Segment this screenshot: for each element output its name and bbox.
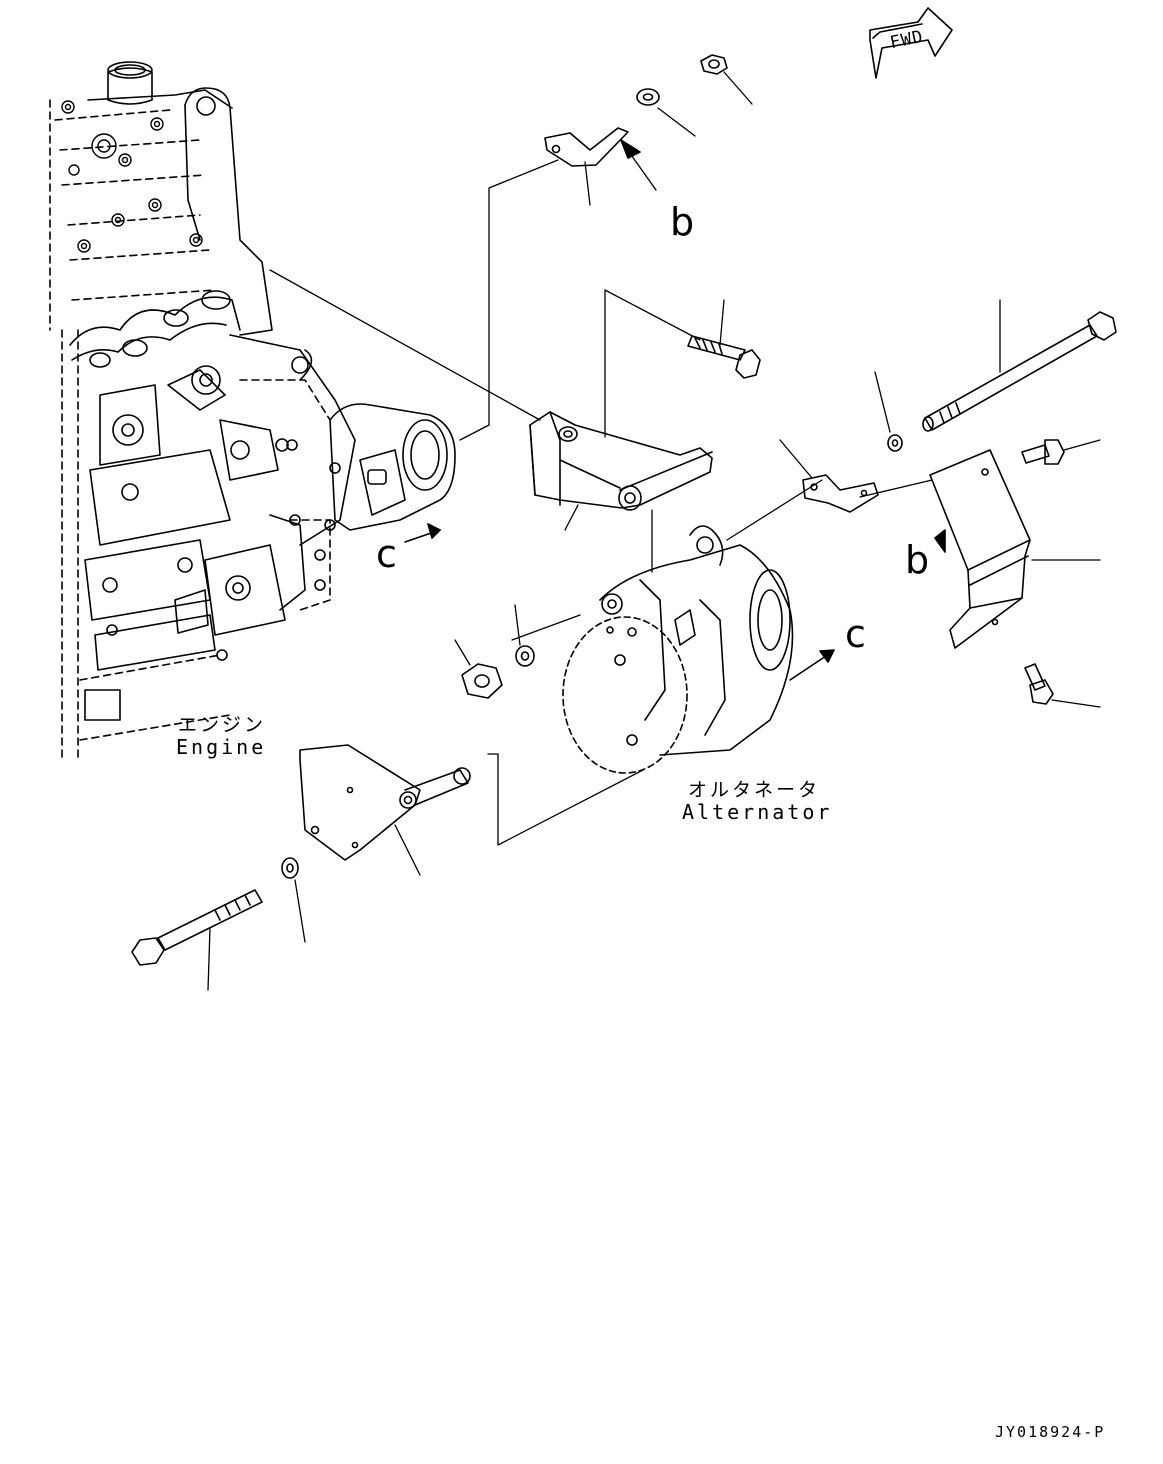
callout-b-top: b — [670, 200, 695, 244]
long-bolt-right — [922, 299, 1117, 432]
lower-plate — [299, 744, 471, 876]
nut-lower — [454, 639, 503, 699]
nut-top — [700, 54, 753, 105]
callout-c-left: c — [376, 532, 397, 576]
callout-c-right: c — [845, 612, 866, 656]
engine-label-jp: エンジン — [178, 714, 267, 736]
long-bolt-lower-left — [131, 889, 263, 991]
callout-arrow-c-right — [789, 649, 835, 681]
alternator — [562, 525, 794, 774]
bracket-top — [544, 127, 657, 206]
fwd-arrow-icon — [869, 7, 953, 79]
bolt-small-right-lower — [1024, 663, 1101, 708]
callout-b-right: b — [905, 538, 930, 582]
washer-right — [874, 371, 903, 452]
washer-lower — [514, 604, 535, 667]
bracket-small-right — [779, 439, 879, 513]
drawing-code: JY018924-P — [995, 1423, 1106, 1441]
callout-arrow-c-left — [404, 523, 441, 543]
mounting-bracket — [529, 411, 713, 531]
washer-lower-left — [281, 857, 306, 943]
washer-top — [636, 88, 696, 137]
cover-plate-right — [929, 449, 1101, 649]
alternator-label-jp: オルタネータ — [688, 779, 821, 801]
connection-lines — [269, 159, 933, 846]
bolt-upper-center — [687, 299, 761, 379]
engine-label-en: Engine — [176, 735, 267, 759]
bolt-small-right-upper — [1021, 439, 1101, 465]
engine-block — [49, 61, 456, 761]
alternator-label-en: Alternator — [682, 800, 833, 824]
